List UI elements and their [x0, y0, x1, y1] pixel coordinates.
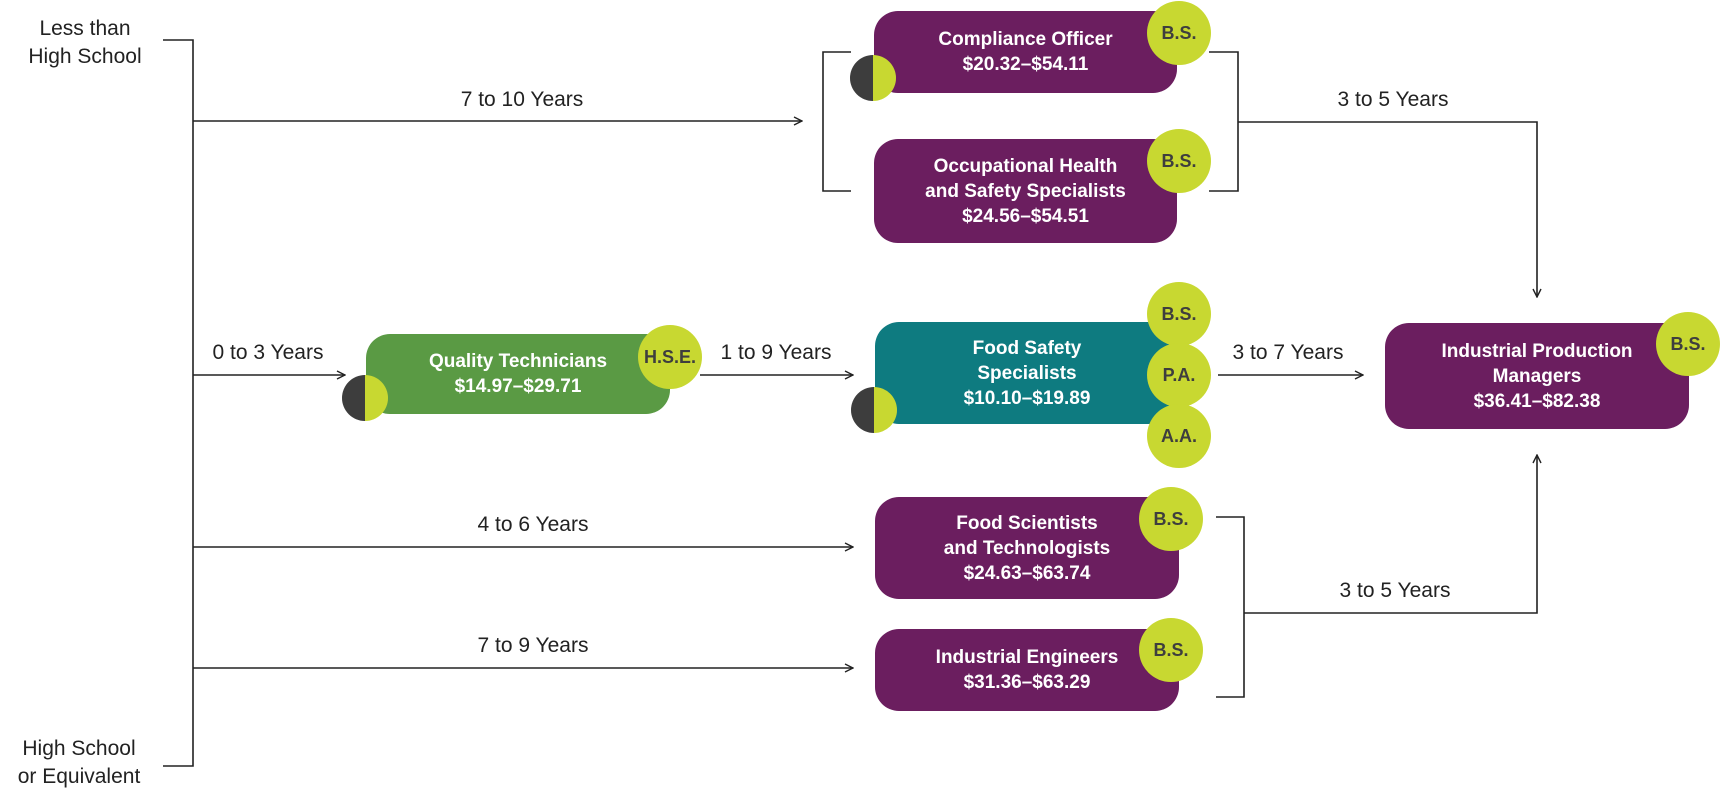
job-title: Industrial Production Managers — [1441, 340, 1633, 387]
duration-to-engineers: 7 to 9 Years — [477, 634, 589, 657]
duration-to-compliance: 7 to 10 Years — [460, 88, 584, 111]
degree-badge: H.S.E. — [638, 325, 702, 389]
degree-badge: A.A. — [1147, 404, 1211, 468]
compliance-group-right-bracket — [1209, 51, 1239, 192]
degree-badge: B.S. — [1147, 1, 1211, 65]
job-wage: $36.41–$82.38 — [1473, 390, 1601, 412]
degree-badge: P.A. — [1147, 343, 1211, 407]
job-title: Quality Technicians — [428, 351, 608, 372]
half-circle-icon — [850, 55, 896, 101]
job-industrial-engineers: Industrial Engineers $31.36–$63.29 — [875, 629, 1179, 711]
arrow-upper-to-manager — [1238, 121, 1537, 297]
job-title: Industrial Engineers — [935, 647, 1119, 668]
job-wage: $10.10–$19.89 — [963, 387, 1091, 409]
half-circle-icon — [342, 375, 388, 421]
lower-group-right-bracket — [1216, 516, 1245, 698]
job-food-safety-specialists: Food Safety Specialists $10.10–$19.89 — [875, 322, 1179, 424]
job-wage: $20.32–$54.11 — [962, 54, 1089, 75]
duration-food-safety-to-manager: 3 to 7 Years — [1232, 341, 1344, 364]
degree-badge: B.S. — [1139, 618, 1203, 682]
degree-badge: B.S. — [1147, 282, 1211, 346]
duration-to-food-scientists: 4 to 6 Years — [477, 513, 589, 536]
job-title: Food Scientists and Technologists — [943, 512, 1111, 559]
duration-upper-to-manager: 3 to 5 Years — [1337, 88, 1449, 111]
job-industrial-production-managers: Industrial Production Managers $36.41–$8… — [1385, 323, 1689, 429]
job-quality-technicians: Quality Technicians $14.97–$29.71 — [366, 334, 670, 414]
half-circle-icon — [851, 387, 897, 433]
job-wage: $24.56–$54.51 — [962, 205, 1089, 227]
job-wage: $31.36–$63.29 — [963, 672, 1091, 693]
job-wage: $24.63–$63.74 — [963, 562, 1091, 584]
education-bracket — [163, 39, 194, 767]
degree-badge: B.S. — [1656, 312, 1720, 376]
compliance-group-left-bracket — [822, 51, 851, 192]
degree-badge: B.S. — [1139, 487, 1203, 551]
degree-badge: B.S. — [1147, 129, 1211, 193]
education-less-than-high-school: Less than High School — [28, 17, 142, 68]
duration-lower-to-manager: 3 to 5 Years — [1339, 579, 1451, 602]
job-title: Occupational Health and Safety Specialis… — [925, 155, 1126, 202]
job-wage: $14.97–$29.71 — [454, 376, 582, 397]
duration-quality-to-food-safety: 1 to 9 Years — [720, 341, 832, 364]
duration-to-quality: 0 to 3 Years — [212, 341, 324, 364]
job-title: Compliance Officer — [938, 29, 1113, 50]
arrow-lower-to-manager — [1244, 455, 1537, 614]
job-food-scientists: Food Scientists and Technologists $24.63… — [875, 497, 1179, 599]
job-compliance-officer: Compliance Officer $20.32–$54.11 — [874, 11, 1177, 93]
job-title: Food Safety Specialists — [972, 337, 1082, 384]
job-occupational-health-safety: Occupational Health and Safety Specialis… — [874, 139, 1177, 243]
education-high-school: High School or Equivalent — [17, 737, 141, 788]
